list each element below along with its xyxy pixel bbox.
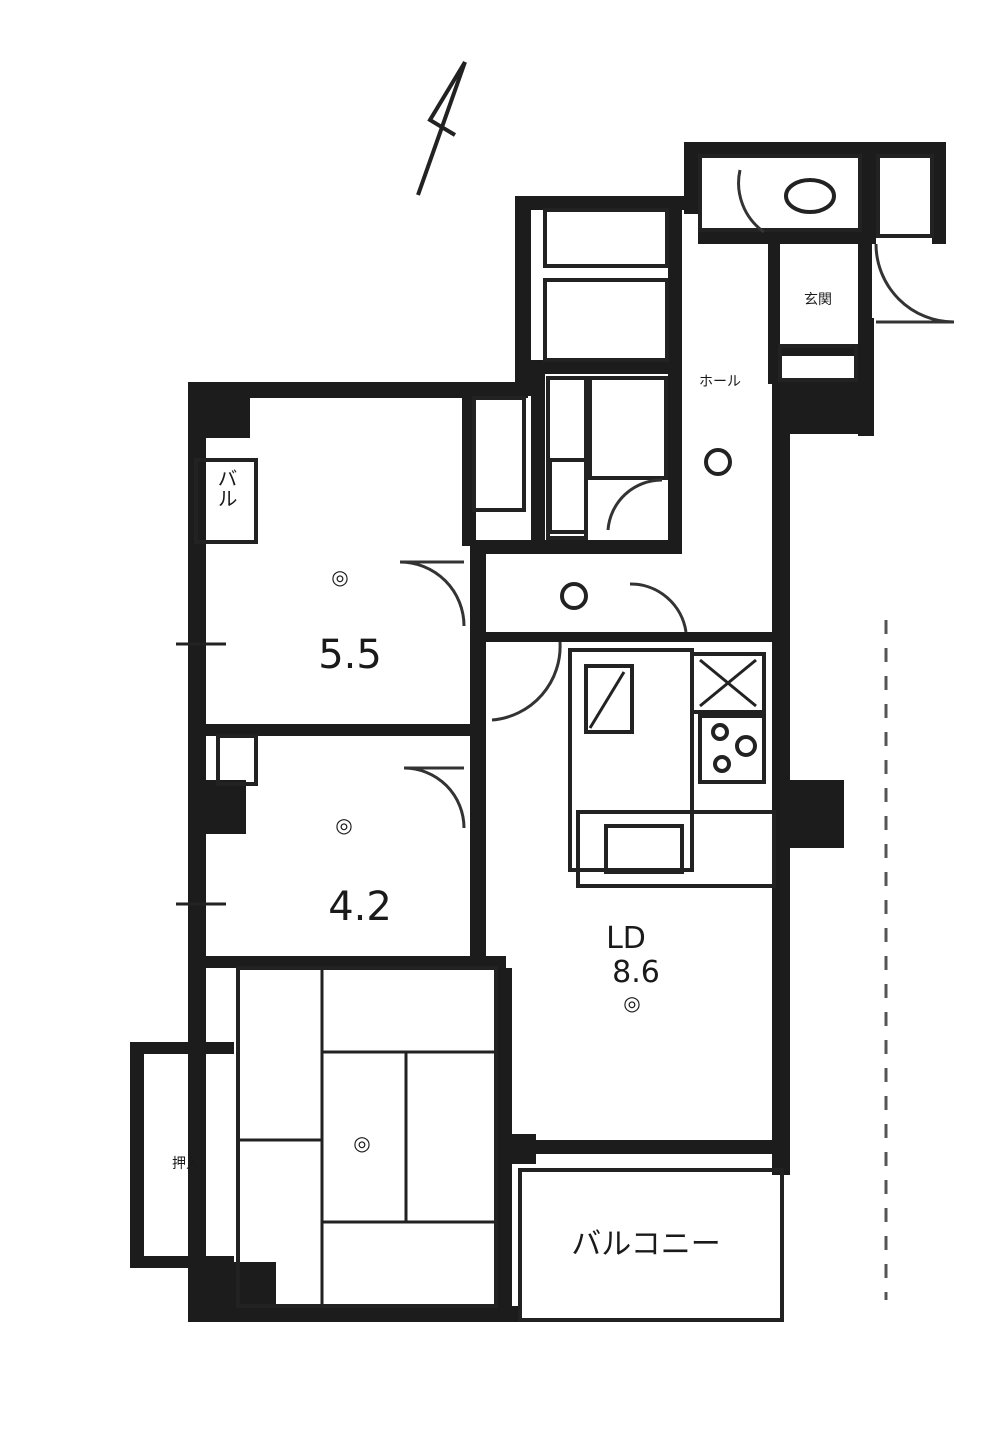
room-western-a-symbol-icon: ◎ <box>331 565 348 589</box>
room-western-b-size: 4.2 <box>328 884 392 930</box>
doors <box>399 169 955 829</box>
room-western-a-size: 5.5 <box>318 632 382 678</box>
fixtures <box>176 154 934 1322</box>
balcony-small-label: バル <box>214 468 238 508</box>
hall-label: ホール <box>699 374 741 390</box>
closet-storage-label: 押入 <box>172 1156 200 1172</box>
room-ldk-code: LD <box>606 921 646 956</box>
balcony-label: バルコニー <box>571 1227 720 1262</box>
room-japanese-symbol-icon: ◎ <box>353 1131 370 1155</box>
interior-walls <box>206 156 876 1318</box>
north-arrow-icon <box>416 60 467 196</box>
room-ldk-symbol-icon: ◎ <box>623 991 640 1015</box>
labels: ◎ 5.5 ◎ 4.2 LD 8.6 ◎ バルコニー バル ホール 玄関 押入 … <box>172 291 832 1262</box>
room-western-b-symbol-icon: ◎ <box>335 813 352 837</box>
room-ldk-size: 8.6 <box>612 955 660 990</box>
entrance-label: 玄関 <box>804 291 832 308</box>
